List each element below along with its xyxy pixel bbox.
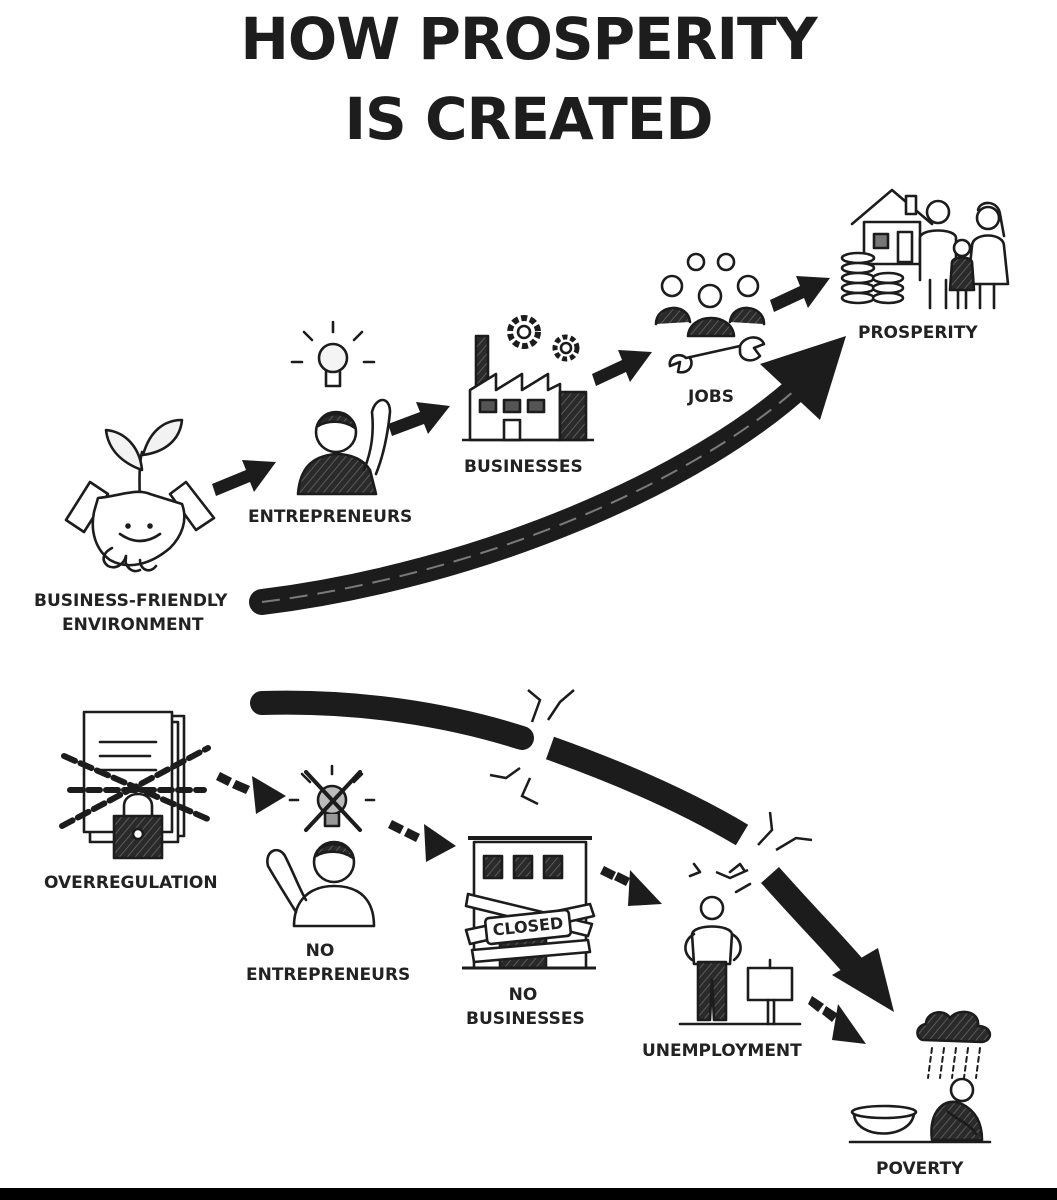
label-no-businesses-line-1: NO <box>508 985 538 1005</box>
chained-documents-padlock-icon <box>59 710 213 860</box>
label-businesses: BUSINESSES <box>464 457 583 477</box>
label-no-entrepreneurs-line-1: NO <box>305 941 335 961</box>
title-line-2: IS CREATED <box>344 85 713 153</box>
label-prosperity: PROSPERITY <box>858 323 978 343</box>
crossed-lightbulb-icon <box>266 764 376 928</box>
label-jobs: JOBS <box>688 387 734 407</box>
handshake-sprout-icon <box>64 418 216 573</box>
person-lightbulb-icon <box>290 320 392 496</box>
sad-person-rain-cloud-icon <box>848 1010 992 1144</box>
small-arrows-negative <box>216 772 866 1044</box>
crack-marks <box>489 689 813 880</box>
label-environment-line-2: ENVIRONMENT <box>62 615 204 635</box>
label-entrepreneurs: ENTREPRENEURS <box>248 507 413 527</box>
label-poverty: POVERTY <box>876 1159 964 1179</box>
factory-gears-icon <box>462 315 594 442</box>
label-no-entrepreneurs-line-2: ENTREPRENEURS <box>246 965 411 985</box>
title-line-1: HOW PROSPERITY <box>240 5 817 73</box>
label-unemployment: UNEMPLOYMENT <box>642 1041 802 1061</box>
bottom-border-bar <box>0 1188 1057 1200</box>
unemployed-person-sign-icon <box>678 862 802 1026</box>
closed-shop-icon <box>462 836 596 970</box>
small-arrows-positive <box>212 276 830 496</box>
big-decline-arrow <box>250 689 894 1012</box>
family-house-coins-icon <box>840 188 1010 310</box>
label-no-businesses-line-2: BUSINESSES <box>466 1009 585 1029</box>
big-growth-arrow <box>249 336 846 615</box>
label-overregulation: OVERREGULATION <box>44 873 218 893</box>
label-environment-line-1: BUSINESS-FRIENDLY <box>34 591 228 611</box>
workers-wrench-icon <box>654 252 766 374</box>
